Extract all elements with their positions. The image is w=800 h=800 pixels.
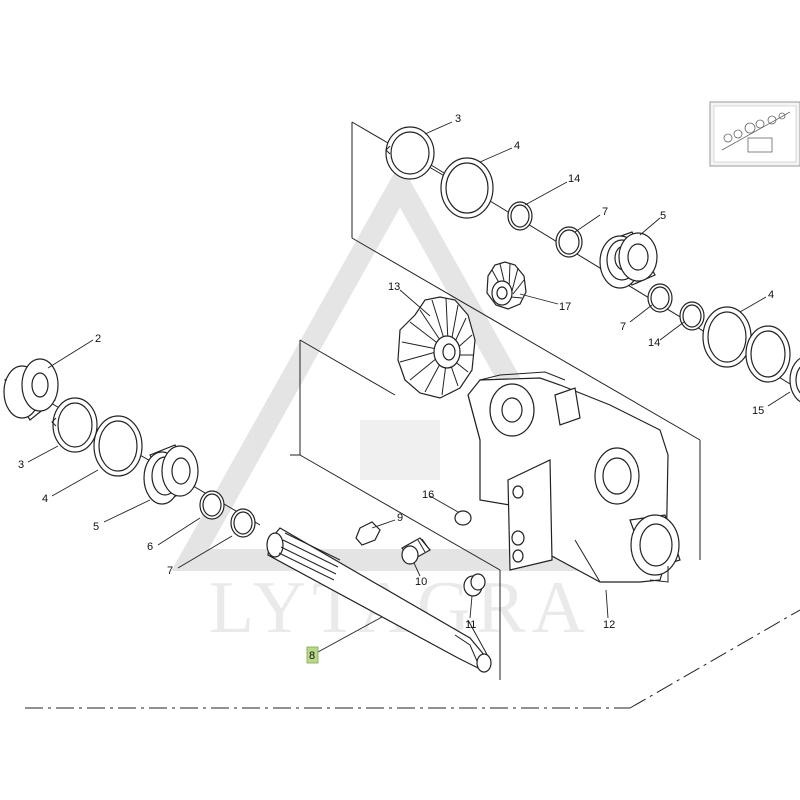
- callout-12[interactable]: 12: [603, 619, 615, 631]
- part-14-right-snap-ring[interactable]: [679, 301, 705, 331]
- frame-dashed-lines: [25, 609, 800, 709]
- part-12-gearbox-housing[interactable]: [467, 371, 681, 583]
- callout-16[interactable]: 16: [422, 489, 434, 501]
- callout-7-upper[interactable]: 7: [602, 206, 608, 218]
- callout-17[interactable]: 17: [559, 301, 571, 313]
- part-13-bevel-gear[interactable]: [397, 296, 476, 399]
- part-5-lower-bearing[interactable]: [143, 444, 199, 505]
- part-10-breather-plug[interactable]: [401, 537, 431, 565]
- callout-4-upper[interactable]: 4: [514, 140, 520, 152]
- callout-4-lower[interactable]: 4: [42, 493, 48, 505]
- part-17-pinion-gear[interactable]: [486, 261, 527, 310]
- callout-4-right[interactable]: 4: [768, 289, 774, 301]
- callout-3-lower[interactable]: 3: [18, 459, 24, 471]
- callout-10[interactable]: 10: [415, 576, 427, 588]
- part-3-right-snap-ring[interactable]: [745, 325, 791, 383]
- callout-15[interactable]: 15: [752, 405, 764, 417]
- part-6-shim[interactable]: [199, 490, 225, 520]
- callout-14-right[interactable]: 14: [648, 337, 660, 349]
- leader-lines: [27, 121, 791, 653]
- part-4-right-washer[interactable]: [702, 306, 752, 368]
- part-14-upper-snap-ring[interactable]: [507, 201, 533, 231]
- callout-5-lower[interactable]: 5: [93, 521, 99, 533]
- part-2-seal[interactable]: [3, 358, 59, 421]
- callout-7-right[interactable]: 7: [620, 321, 626, 333]
- callout-13[interactable]: 13: [388, 281, 400, 293]
- part-4-upper-washer[interactable]: [440, 157, 494, 219]
- part-5-upper-bearing[interactable]: [599, 231, 658, 289]
- part-7-upper-shim[interactable]: [555, 226, 583, 258]
- callout-2[interactable]: 2: [95, 333, 101, 345]
- callout-9[interactable]: 9: [397, 512, 403, 524]
- part-7-right-shim[interactable]: [647, 283, 673, 313]
- part-4-lower-washer[interactable]: [93, 415, 143, 477]
- part-16-o-ring[interactable]: [454, 510, 472, 526]
- callout-14-upper[interactable]: 14: [568, 173, 580, 185]
- part-3-upper-snap-ring[interactable]: [385, 126, 435, 180]
- callout-8-highlight: [306, 646, 319, 664]
- callout-6[interactable]: 6: [147, 541, 153, 553]
- part-8-input-shaft[interactable]: [266, 527, 492, 673]
- callout-5-upper[interactable]: 5: [660, 210, 666, 222]
- part-3-lower-snap-ring[interactable]: [51, 397, 98, 453]
- callout-8[interactable]: 8: [309, 650, 315, 662]
- part-7-lower-shim[interactable]: [230, 508, 256, 538]
- part-15-seal[interactable]: [789, 356, 800, 404]
- part-11-plug[interactable]: [463, 573, 486, 597]
- part-9-key[interactable]: [355, 521, 381, 546]
- callout-labels: 3 4 14 7 5 13 17 7 14 4 15 2 3 4 5 6 7 9…: [18, 113, 774, 664]
- callout-7-lower[interactable]: 7: [167, 565, 173, 577]
- overview-thumbnail[interactable]: [709, 101, 800, 167]
- callout-3-upper[interactable]: 3: [455, 113, 461, 125]
- callout-11[interactable]: 11: [465, 619, 476, 631]
